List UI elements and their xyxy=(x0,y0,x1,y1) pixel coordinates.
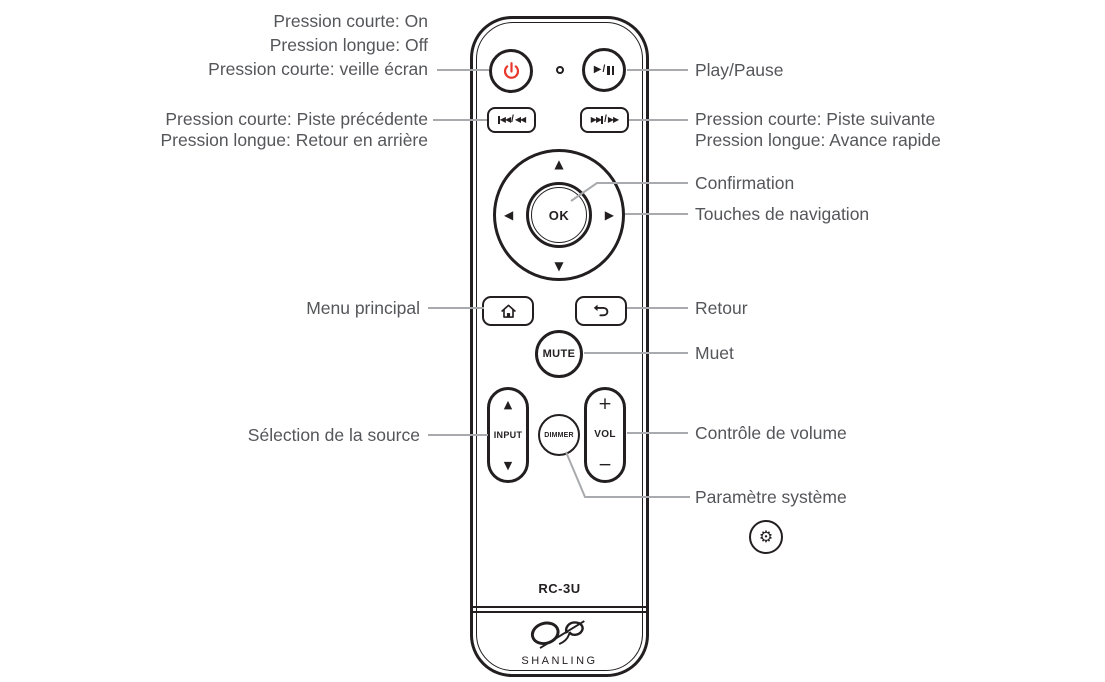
play-pause-button[interactable]: ▶ / xyxy=(582,48,626,92)
system-settings-annotation: Paramètre système xyxy=(695,487,847,507)
home-icon xyxy=(500,303,516,318)
gear-icon: ⚙ xyxy=(758,527,774,546)
annotation-line: Pression courte: veille écran xyxy=(208,59,428,79)
input-label: INPUT xyxy=(493,429,523,440)
next-track-annotation: Pression courte: Piste suivante Pression… xyxy=(695,109,941,151)
back-button[interactable] xyxy=(575,296,627,326)
skip-back-icon: ◀◀/◀◀ xyxy=(497,114,526,125)
back-annotation: Retour xyxy=(695,298,748,318)
previous-track-button[interactable]: ◀◀/◀◀ xyxy=(487,107,536,133)
volume-label: VOL xyxy=(594,429,616,440)
nav-down-arrow[interactable]: ▼ xyxy=(554,259,564,273)
skip-bar xyxy=(497,116,500,124)
rewind-triangles: ◀◀ xyxy=(514,115,526,124)
model-label: RC-3U xyxy=(538,581,581,596)
rewind-triangles: ◀◀ xyxy=(499,115,511,124)
navigation-pad[interactable]: ▲ ▼ ◀ ▶ OK xyxy=(493,149,625,281)
ok-label: OK xyxy=(548,207,570,223)
back-arrow-icon xyxy=(593,304,609,317)
annotation-line: Pression longue: Avance rapide xyxy=(695,130,941,150)
power-button[interactable] xyxy=(489,49,533,93)
slash-glyph: / xyxy=(511,114,514,125)
mute-button[interactable]: MUTE xyxy=(535,330,583,378)
annotation-line: Pression courte: On xyxy=(273,11,428,31)
settings-gear-badge: ⚙ xyxy=(749,520,783,554)
dimmer-button[interactable]: DIMMER xyxy=(538,414,580,456)
power-annotation: Pression courte: On Pression longue: Off… xyxy=(208,9,428,81)
confirmation-annotation: Confirmation xyxy=(695,173,795,193)
annotation-line: Pression courte: Piste précédente xyxy=(165,109,428,129)
input-rocker[interactable]: ▲ INPUT ▼ xyxy=(487,387,529,483)
input-down-arrow[interactable]: ▼ xyxy=(503,459,513,472)
annotation-line: Pression longue: Off xyxy=(269,35,428,55)
home-button[interactable] xyxy=(482,296,534,326)
skip-bar xyxy=(601,116,604,124)
play-pause-annotation: Play/Pause xyxy=(695,60,784,80)
bottom-divider xyxy=(470,606,649,613)
power-icon xyxy=(503,61,519,79)
ir-led-indicator xyxy=(556,66,564,74)
nav-up-arrow[interactable]: ▲ xyxy=(554,157,564,171)
volume-rocker[interactable]: + VOL − xyxy=(584,387,626,483)
source-select-annotation: Sélection de la source xyxy=(247,425,420,445)
fast-forward-triangles: ▶▶ xyxy=(590,115,602,124)
annotation-line: Pression courte: Piste suivante xyxy=(695,109,936,129)
volume-annotation: Contrôle de volume xyxy=(695,423,847,443)
nav-right-arrow[interactable]: ▶ xyxy=(604,208,614,222)
navigation-annotation: Touches de navigation xyxy=(695,204,870,224)
input-up-arrow[interactable]: ▲ xyxy=(503,398,513,411)
mute-label: MUTE xyxy=(542,348,576,360)
skip-forward-icon: ▶▶/▶▶ xyxy=(590,114,619,125)
ok-button[interactable]: OK xyxy=(526,182,592,248)
mute-annotation: Muet xyxy=(695,343,734,363)
volume-plus[interactable]: + xyxy=(597,394,613,414)
next-track-button[interactable]: ▶▶/▶▶ xyxy=(580,107,629,133)
fast-forward-triangles: ▶▶ xyxy=(607,115,619,124)
play-icon: ▶ xyxy=(593,64,602,75)
volume-minus[interactable]: − xyxy=(597,455,613,475)
remote-control-body: ▶ / ◀◀/◀◀ ▶▶/▶▶ ▲ ▼ ◀ ▶ OK xyxy=(470,16,649,677)
annotation-line: Pression longue: Retour en arrière xyxy=(160,130,428,150)
pause-icon xyxy=(607,65,615,75)
previous-track-annotation: Pression courte: Piste précédente Pressi… xyxy=(160,109,428,151)
dimmer-label: DIMMER xyxy=(544,431,574,439)
nav-left-arrow[interactable]: ◀ xyxy=(504,208,514,222)
brand-label: SHANLING xyxy=(521,655,598,667)
slash-glyph: / xyxy=(602,64,606,75)
shanling-logo-icon xyxy=(527,617,593,653)
slash-glyph: / xyxy=(604,114,607,125)
main-menu-annotation: Menu principal xyxy=(306,298,420,318)
